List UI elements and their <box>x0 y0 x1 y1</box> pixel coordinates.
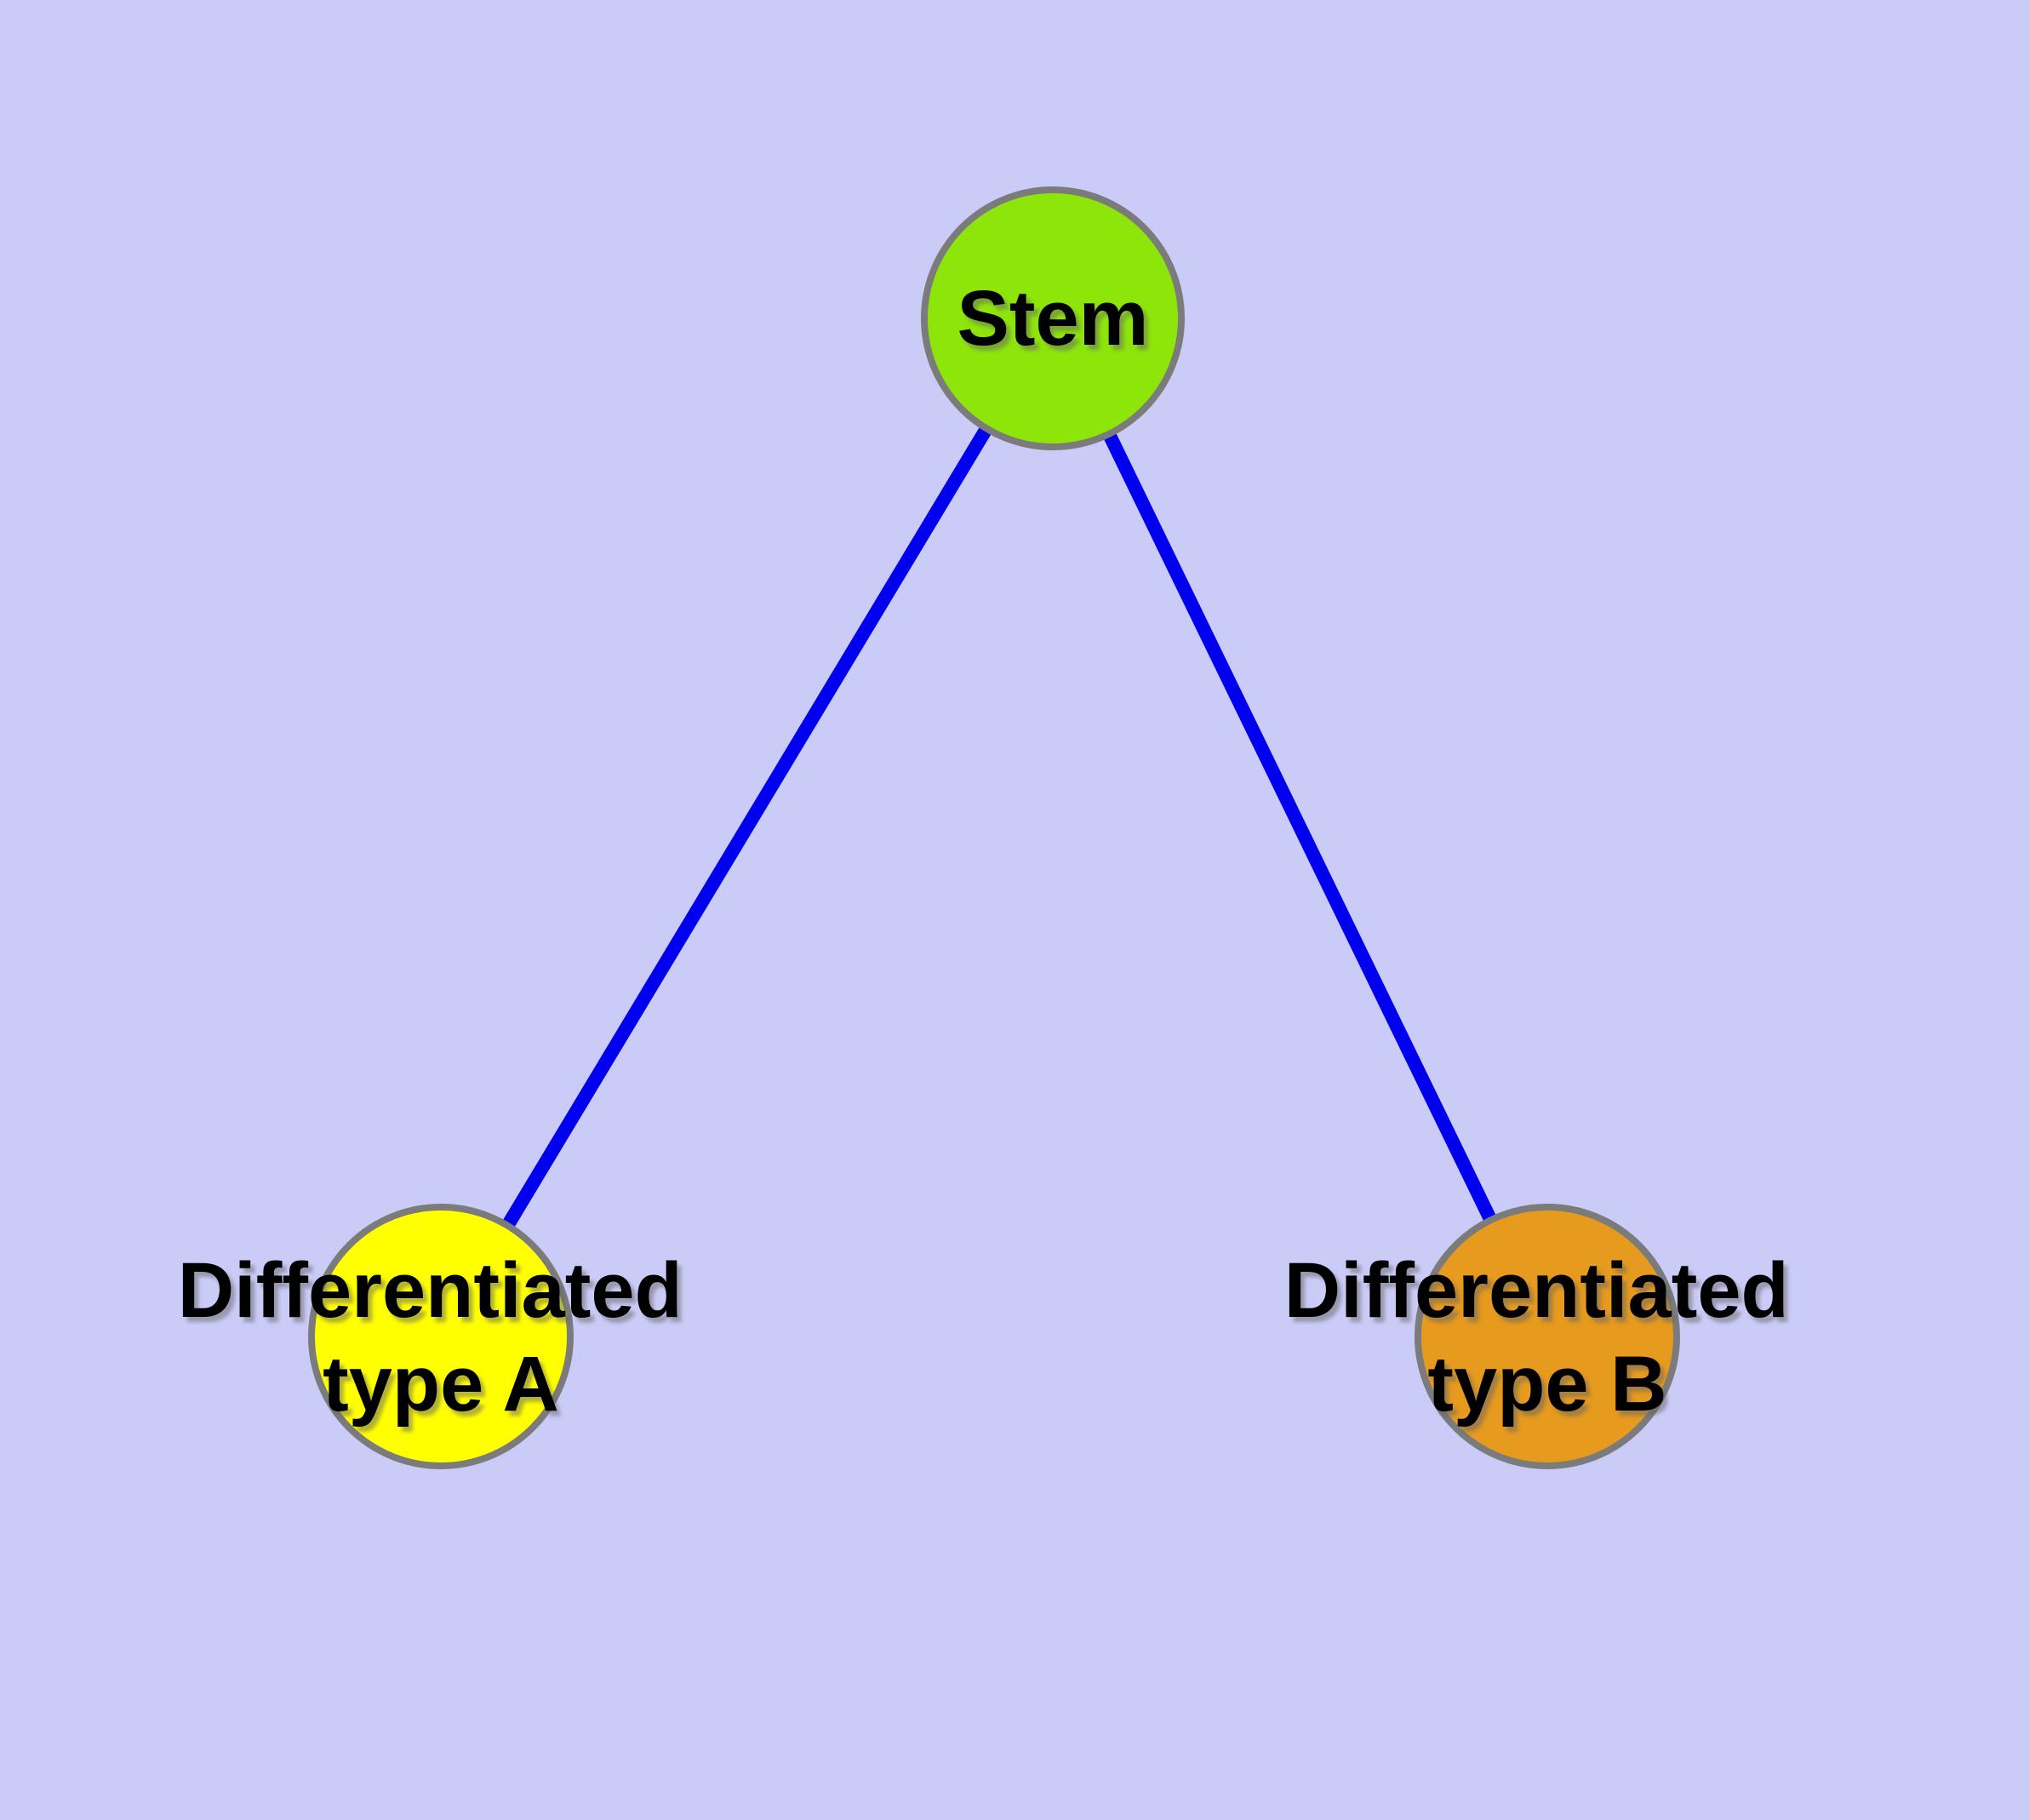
node-stem-label: Stem <box>957 275 1149 362</box>
node-differentiated-type-a[interactable] <box>308 1204 574 1469</box>
node-differentiated-type-b-label-line1: Differentiated <box>1284 1247 1789 1334</box>
edge-stem-to-type-a[interactable] <box>435 314 1059 1341</box>
node-differentiated-type-a-label-line2: type A <box>323 1341 559 1428</box>
edge-stem-to-type-b[interactable] <box>1046 315 1554 1340</box>
node-differentiated-type-b-label-line2: type B <box>1427 1341 1666 1428</box>
node-differentiated-type-a-label: Differentiated type A <box>178 1247 705 1428</box>
node-differentiated-type-a-label-line1: Differentiated <box>178 1247 683 1334</box>
node-differentiated-type-b-label: Differentiated type B <box>1284 1247 1811 1428</box>
node-differentiated-type-b[interactable] <box>1415 1204 1680 1469</box>
node-stem[interactable] <box>921 186 1185 450</box>
